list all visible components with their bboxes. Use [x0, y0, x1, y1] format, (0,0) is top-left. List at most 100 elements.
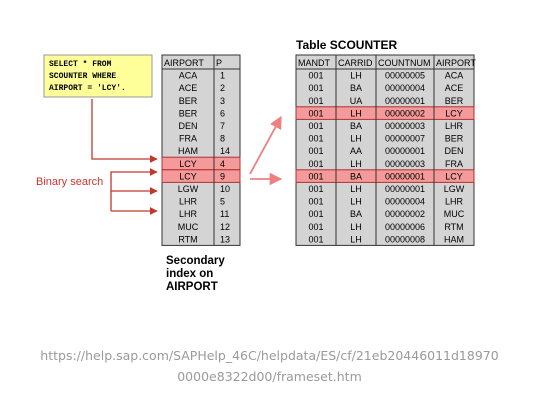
table-cell: 001 — [308, 171, 323, 181]
table-cell: ACE — [445, 83, 464, 93]
index-header-cell: P — [216, 58, 222, 68]
index-cell: LHR — [179, 209, 198, 219]
table-cell: 00000002 — [385, 209, 425, 219]
table-header-cell: AIRPORT — [436, 58, 476, 68]
table-cell: LH — [350, 197, 362, 207]
table-cell: 001 — [308, 146, 323, 156]
table-cell: LGW — [444, 184, 465, 194]
table-cell: BER — [445, 96, 464, 106]
index-cell: LHR — [179, 197, 198, 207]
table-cell: 00000003 — [385, 159, 425, 169]
table-cell: 00000001 — [385, 146, 425, 156]
arrow-query-to-index — [91, 99, 158, 163]
table-cell: AA — [350, 146, 362, 156]
table-cell: LCY — [445, 108, 463, 118]
table-cell: 00000005 — [385, 71, 425, 81]
index-cell: DEN — [178, 121, 197, 131]
table-cell: 001 — [308, 134, 323, 144]
binary-search-arrows — [91, 99, 158, 215]
index-cell: LGW — [178, 184, 199, 194]
table-cell: BA — [350, 171, 362, 181]
table-header-cell: CARRID — [338, 58, 373, 68]
index-cell: 4 — [220, 159, 225, 169]
table-cell: 00000001 — [385, 184, 425, 194]
table-header-cell: COUNTNUM — [378, 58, 431, 68]
query-line-2: SCOUNTER WHERE — [49, 72, 116, 81]
index-cell: 5 — [220, 197, 225, 207]
table-cell: 001 — [308, 209, 323, 219]
table-cell: 00000003 — [385, 121, 425, 131]
index-cell: RTM — [178, 234, 197, 244]
index-cell: ACA — [179, 71, 198, 81]
table-highlight-row — [295, 169, 475, 183]
index-highlight-row — [161, 156, 241, 171]
table-cell: 001 — [308, 222, 323, 232]
table-cell: 001 — [308, 96, 323, 106]
table-cell: 00000002 — [385, 108, 425, 118]
table-cell: RTM — [444, 222, 463, 232]
index-cell: 10 — [220, 184, 230, 194]
index-highlight-row — [161, 169, 241, 183]
table-cell: 001 — [308, 159, 323, 169]
table-cell: LCY — [445, 171, 463, 181]
index-cell: 12 — [220, 222, 230, 232]
index-caption-line-3: AIRPORT — [166, 281, 218, 293]
table-cell: LH — [350, 184, 362, 194]
index-cell: 11 — [220, 209, 229, 219]
table-cell: LHR — [445, 197, 464, 207]
pointer-arrows — [249, 115, 283, 186]
table-cell: 00000001 — [385, 171, 425, 181]
table-cell: DEN — [444, 146, 463, 156]
table-cell: LH — [350, 222, 362, 232]
binary-search-label: Binary search — [36, 176, 103, 188]
table-cell: UA — [350, 96, 363, 106]
table-cell: LH — [350, 108, 362, 118]
index-caption-line-2: index on — [166, 268, 213, 280]
index-cell: MUC — [178, 222, 199, 232]
table-cell: BA — [350, 209, 362, 219]
index-bg — [161, 54, 241, 246]
table-cell: LHR — [445, 121, 464, 131]
query-box-bg — [43, 54, 153, 98]
index-cell: LCY — [179, 159, 197, 169]
index-cell: FRA — [179, 134, 197, 144]
query-line-1: SELECT * FROM — [49, 60, 112, 69]
table-cell: BER — [445, 134, 464, 144]
table-cell: 00000008 — [385, 234, 425, 244]
index-cell: BER — [179, 108, 198, 118]
table-bg — [295, 54, 475, 246]
table-cell: 00000004 — [385, 197, 425, 207]
table-cell: 00000004 — [385, 83, 425, 93]
query-line-3: AIRPORT = 'LCY'. — [49, 84, 126, 93]
index-cell: ACE — [179, 83, 198, 93]
index-cell: 13 — [220, 234, 230, 244]
table-cell: 00000001 — [385, 96, 425, 106]
index-caption-line-1: Secondary — [166, 255, 225, 267]
index-cell: 1 — [220, 71, 225, 81]
table-cell: LH — [350, 159, 362, 169]
index-cell: 2 — [220, 83, 225, 93]
index-cell: LCY — [179, 171, 197, 181]
query-box: SELECT * FROM SCOUNTER WHERE AIRPORT = '… — [43, 54, 153, 98]
table-cell: 001 — [308, 71, 323, 81]
source-url-line-1: https://help.sap.com/SAPHelp_46C/helpdat… — [40, 348, 499, 363]
table-cell: 001 — [308, 108, 323, 118]
table-cell: 00000006 — [385, 222, 425, 232]
table-cell: HAM — [444, 234, 464, 244]
table-cell: 001 — [308, 197, 323, 207]
table-cell: MUC — [444, 209, 465, 219]
table-highlight-row — [295, 106, 475, 120]
index-cell: 6 — [220, 108, 225, 118]
source-url-line-2: 0000e8322d00/frameset.htm — [177, 369, 362, 384]
index-cell: 14 — [220, 146, 230, 156]
table-cell: LH — [350, 71, 362, 81]
table-cell: 00000007 — [385, 134, 425, 144]
table-cell: BA — [350, 83, 362, 93]
table-header-cell: MANDT — [298, 58, 330, 68]
table-cell: LH — [350, 234, 362, 244]
index-cell: 7 — [220, 121, 225, 131]
pointer-arrow-upper — [249, 115, 282, 175]
table-cell: 001 — [308, 121, 323, 131]
